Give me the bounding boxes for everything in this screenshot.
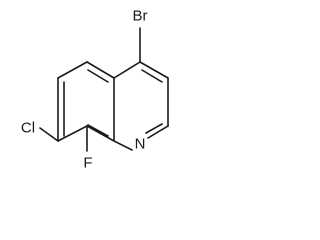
bond-c5-c4a — [86, 61, 115, 79]
double-bond-c8a-c8-inner — [87, 124, 109, 137]
bond-c6-c5 — [57, 61, 88, 79]
bond-n1-c8a — [113, 140, 133, 151]
atom-label-n: N — [135, 136, 146, 153]
atom-label-f: F — [83, 155, 92, 172]
bond-c4a-c4 — [113, 61, 141, 79]
bond-c8a-c8 — [86, 125, 115, 142]
bond-c4-c3 — [139, 61, 169, 79]
atom-label-cl: Cl — [21, 120, 35, 137]
quinoline-structure-diagram: Br Cl F N — [21, 8, 169, 172]
double-bond-c4-c3-inner — [141, 69, 163, 83]
bond-c7-cl — [39, 127, 59, 142]
pyridine-ring — [113, 61, 169, 151]
bond-c2-n1 — [147, 125, 169, 139]
double-bond-c2-n1-inner — [145, 123, 163, 134]
benzene-ring — [57, 61, 115, 142]
atom-label-br: Br — [133, 8, 148, 25]
bond-c8-c7 — [57, 125, 88, 142]
double-bond-c5-c4a-inner — [87, 69, 109, 83]
